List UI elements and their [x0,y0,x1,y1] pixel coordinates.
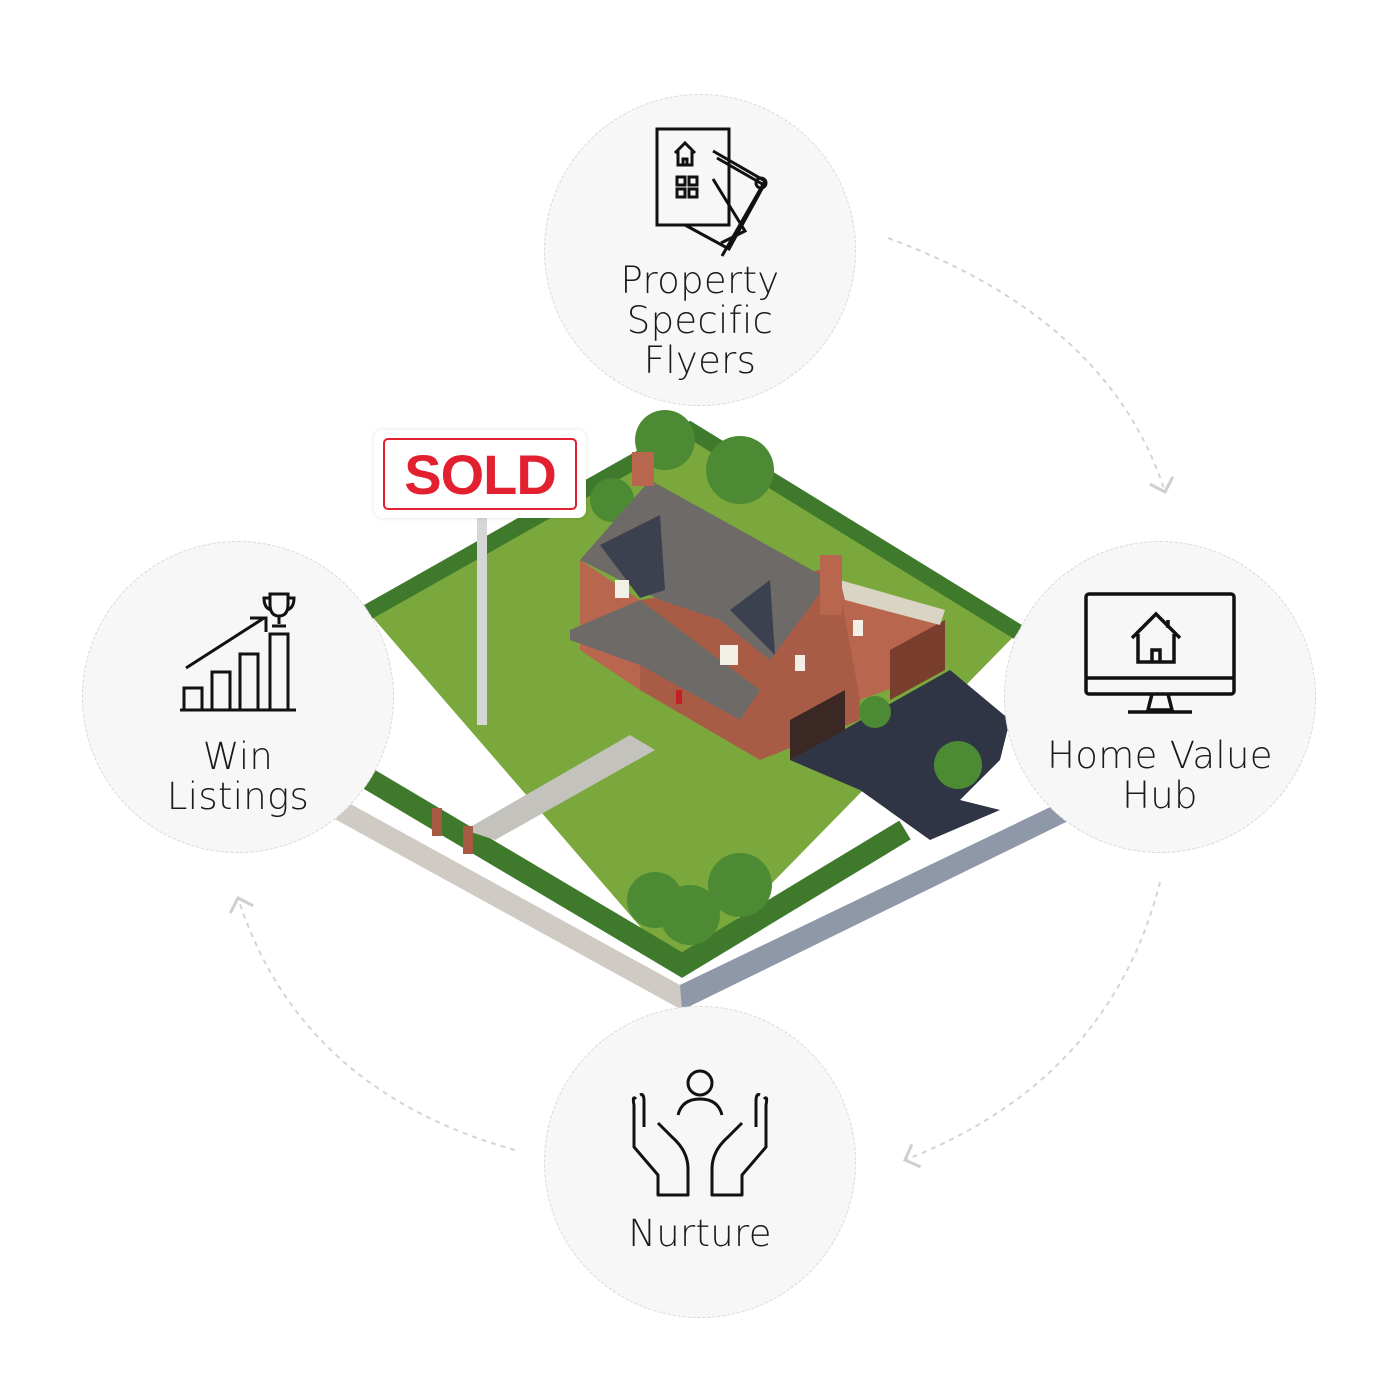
sold-sign-text: SOLD [383,438,577,510]
node-label-line: Specific [626,299,774,342]
trees [590,410,982,945]
node-property-specific-flyers[interactable]: Property Specific Flyers [544,94,856,406]
walkway [465,735,655,840]
arrow-top-to-right [887,237,1175,495]
sold-sign: SOLD [374,430,586,518]
node-label-line: Listings [166,775,310,818]
node-home-value-hub[interactable]: Home Value Hub [1004,541,1316,853]
node-win-listings[interactable]: Win Listings [82,541,394,853]
monitor-house-icon [1084,592,1236,714]
node-label-line: Home Value [1047,734,1273,777]
node-label-line: Win [202,735,274,778]
house [570,452,945,760]
node-nurture[interactable]: Nurture [544,1006,856,1318]
arrow-right-to-bottom [903,881,1161,1169]
flyer-qr-icon [655,127,768,257]
node-label-line: Hub [1122,774,1198,817]
growth-trophy-icon [180,592,296,712]
arrow-bottom-to-left [228,895,516,1151]
node-label-line: Property [620,259,780,302]
node-label-line: Flyers [643,339,757,382]
sign-post [477,515,487,725]
node-label-line: Nurture [628,1212,772,1255]
driveway [790,670,1010,840]
hands-person-icon [631,1069,769,1197]
